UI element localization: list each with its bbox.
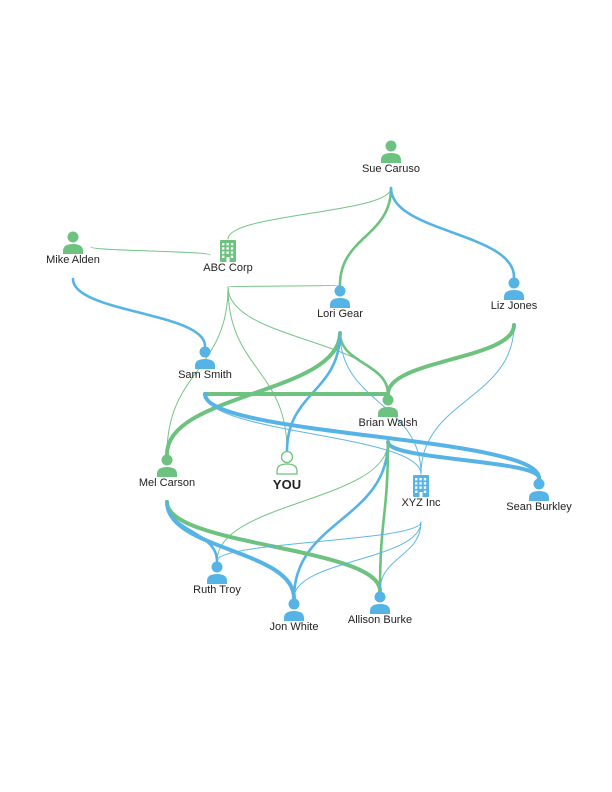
person-icon (381, 140, 401, 163)
person-icon (370, 591, 390, 614)
person-icon (284, 598, 304, 621)
node-liz-jones[interactable]: Liz Jones (491, 277, 538, 313)
node-label: Sam Smith (178, 369, 232, 381)
edge-brian_walsh-ruth_troy (216, 441, 389, 562)
person-icon (529, 478, 549, 501)
building-icon (413, 475, 429, 497)
edge-xyz_inc-jon_white (293, 521, 422, 599)
edge-lori_gear-brian_walsh (338, 331, 390, 396)
node-label: Allison Burke (348, 614, 412, 626)
node-xyz-inc[interactable]: XYZ Inc (401, 475, 441, 509)
edge-abc_corp-you (227, 286, 288, 452)
connection-lines (71, 186, 541, 600)
node-ruth-troy[interactable]: Ruth Troy (193, 561, 241, 597)
edge-sue_caruso-liz_jones (389, 186, 516, 279)
node-label: Sean Burkley (506, 501, 572, 513)
node-you[interactable]: YOU (273, 450, 301, 493)
person-outline-icon (276, 450, 298, 475)
edge-mike_alden-sam_smith (71, 277, 207, 348)
edge-abc_corp-brian_walsh (227, 286, 389, 395)
node-brian-walsh[interactable]: Brian Walsh (359, 394, 418, 430)
edge-xyz_inc-allison_burke (379, 521, 422, 592)
edge-liz_jones-xyz_inc (420, 324, 515, 475)
edge-lori_gear-xyz_inc (339, 332, 422, 475)
node-label: Liz Jones (491, 300, 538, 312)
edge-sue_caruso-abc_corp (227, 187, 392, 240)
building-icon (220, 240, 236, 262)
node-label: Lori Gear (317, 308, 363, 320)
node-abc-corp[interactable]: ABC Corp (203, 240, 253, 274)
edge-sam_smith-xyz_inc (204, 393, 422, 475)
node-label: Jon White (270, 621, 319, 633)
edge-abc_corp-mel_carson (166, 286, 229, 455)
edge-xyz_inc-ruth_troy (216, 521, 422, 562)
edge-mel_carson-ruth_troy (165, 500, 219, 563)
edge-sam_smith-sean_burkley (203, 392, 541, 480)
edge-sue_caruso-lori_gear (338, 186, 393, 287)
edge-brian_walsh-jon_white (292, 440, 390, 600)
node-label: Mike Alden (46, 254, 100, 266)
node-sean-burkley[interactable]: Sean Burkley (506, 478, 572, 514)
node-sue-caruso[interactable]: Sue Caruso (362, 140, 420, 176)
person-icon (330, 285, 350, 308)
edge-liz_jones-brian_walsh (386, 323, 516, 396)
node-label: Brian Walsh (359, 417, 418, 429)
person-icon (504, 277, 524, 300)
node-label: Ruth Troy (193, 584, 241, 596)
node-lori-gear[interactable]: Lori Gear (317, 285, 363, 321)
node-label: ABC Corp (203, 262, 253, 274)
node-sam-smith[interactable]: Sam Smith (178, 346, 232, 382)
person-icon (195, 346, 215, 369)
person-icon (63, 231, 83, 254)
edge-brian_walsh-allison_burke (378, 440, 390, 593)
node-label: Mel Carson (139, 477, 195, 489)
edge-mike_alden-abc_corp (90, 246, 211, 256)
node-label: YOU (273, 477, 301, 492)
node-mel-carson[interactable]: Mel Carson (139, 454, 195, 490)
person-icon (378, 394, 398, 417)
node-jon-white[interactable]: Jon White (270, 598, 319, 634)
node-label: XYZ Inc (401, 497, 441, 509)
person-icon (207, 561, 227, 584)
node-mike-alden[interactable]: Mike Alden (46, 231, 100, 267)
node-allison-burke[interactable]: Allison Burke (348, 591, 412, 627)
edge-brian_walsh-sean_burkley (386, 440, 541, 480)
node-label: Sue Caruso (362, 163, 420, 175)
edge-abc_corp-lori_gear (227, 284, 341, 288)
person-icon (157, 454, 177, 477)
